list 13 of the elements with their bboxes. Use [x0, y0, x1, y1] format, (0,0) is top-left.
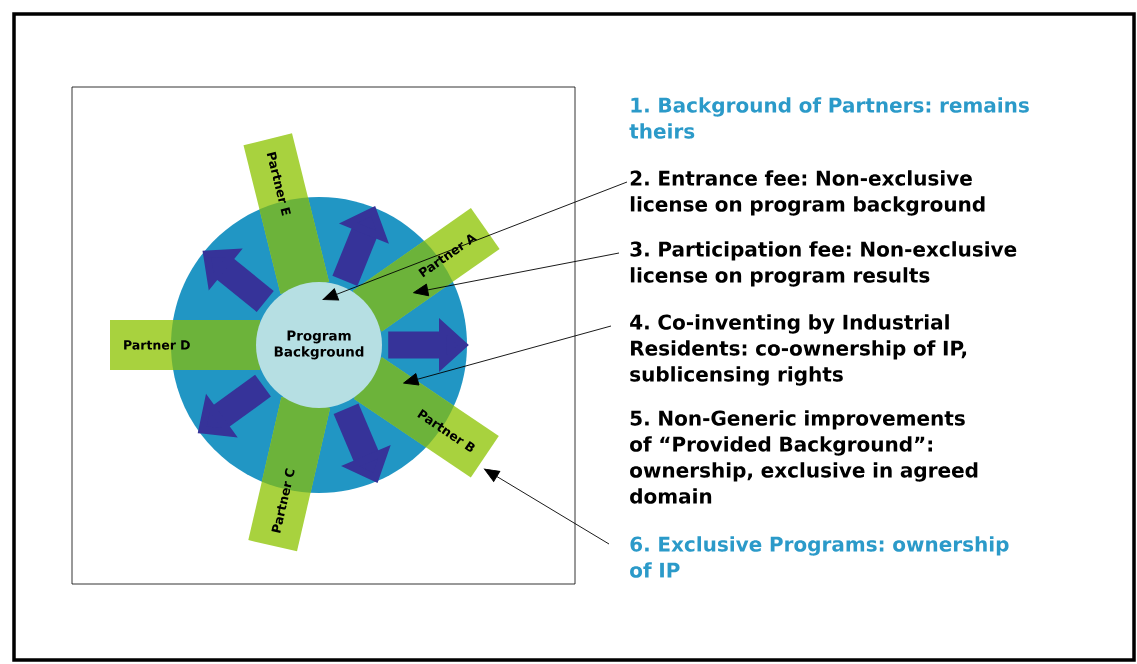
list-item: 1. Background of Partners: remains theirs — [629, 97, 1029, 139]
leader-line — [322, 181, 628, 301]
list-item: 3. Participation fee: Non-exclusive license on program results — [630, 241, 1017, 287]
partner-band: Partner D — [110, 320, 260, 370]
list-item: 4. Co-inventing by Industrial Residents: co-ownership of IP, sublicensing rights — [630, 314, 967, 386]
list-item: 6. Exclusive Programs: ownership of IP — [630, 536, 1009, 578]
leader-line — [413, 252, 620, 297]
partner-band: Partner C — [248, 396, 331, 552]
leader-line — [484, 468, 610, 545]
partner-band: Partner E — [243, 133, 329, 294]
leader-line — [403, 325, 612, 386]
list-item: 2. Entrance fee: Non-exclusive license on program background — [630, 170, 985, 216]
list-item: 5. Non-Generic improvements of “Provided Background”: ownership, exclusive in agreed domain — [630, 410, 978, 504]
